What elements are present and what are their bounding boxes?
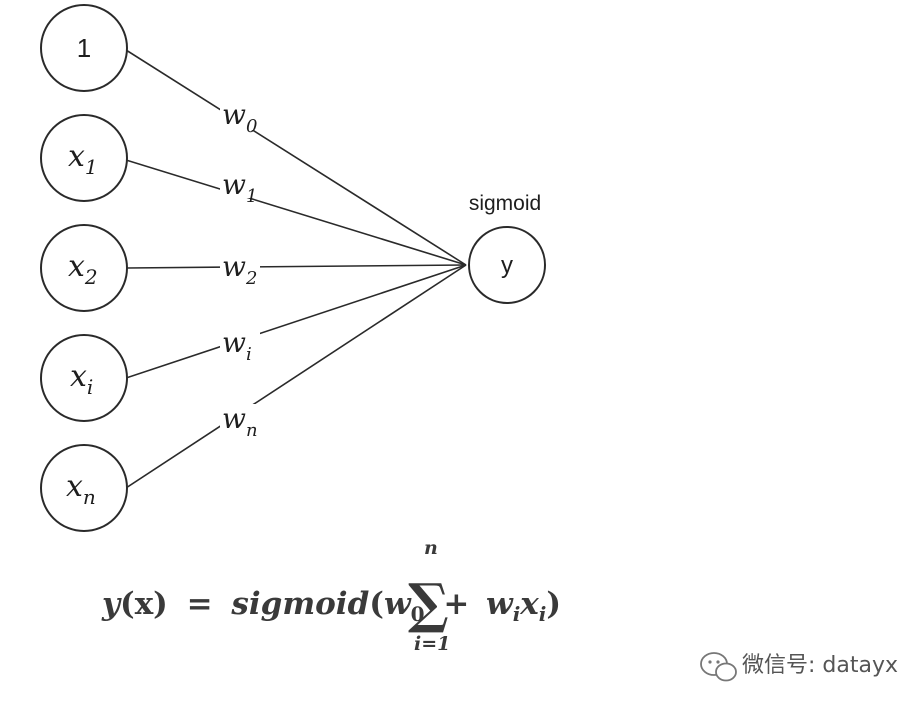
edge-bias — [125, 49, 467, 266]
svg-text:微信号: datayx: 微信号: datayx — [742, 653, 898, 678]
edge-xn — [125, 264, 467, 489]
sum-lower: i=1 — [414, 633, 450, 655]
input-node-x2: x2 — [40, 224, 128, 312]
edge-x2 — [125, 264, 467, 269]
edge-xi — [125, 264, 467, 379]
formula-lhs: y — [101, 586, 122, 622]
watermark: 微信号: datayx — [700, 652, 898, 682]
svg-text:y: y — [501, 252, 513, 279]
svg-text:wixi): wixi) — [486, 586, 561, 626]
wechat-icon — [700, 652, 737, 682]
svg-text:y(x) = sigmoid(w0: y(x) = sigmoid(w0 + — [101, 586, 469, 629]
formula-func: sigmoid — [230, 586, 369, 622]
svg-text:x1: x1 — [68, 139, 98, 179]
svg-text:xi: xi — [70, 359, 93, 399]
weight-label-w1: w1 — [220, 168, 260, 207]
svg-text:w0: w0 — [222, 98, 257, 137]
svg-text:w2: w2 — [222, 250, 257, 289]
weight-label-wi: wi — [220, 326, 260, 365]
input-node-xi: xi — [40, 334, 128, 422]
weight-label-wn: wn — [220, 402, 264, 441]
sigmoid-formula: y(x) = sigmoid(w0 + ∑ n i=1 wixi) — [101, 537, 561, 655]
output-node-y: y — [468, 226, 546, 304]
edge-x1 — [125, 159, 467, 266]
sum-upper: n — [424, 537, 438, 559]
weight-label-w2: w2 — [220, 250, 260, 289]
activation-label: sigmoid — [469, 192, 541, 215]
svg-text:wi: wi — [222, 326, 252, 365]
svg-text:x2: x2 — [68, 249, 98, 289]
input-node-bias: 1 — [40, 4, 128, 92]
input-node-xn: xn — [40, 444, 128, 532]
svg-text:xn: xn — [66, 469, 96, 509]
weight-label-w0: w0 — [220, 98, 264, 137]
svg-text:w1: w1 — [222, 168, 257, 207]
input-node-x1: x1 — [40, 114, 128, 202]
svg-text:wn: wn — [222, 402, 258, 441]
svg-text:1: 1 — [77, 33, 91, 63]
sum-symbol: ∑ — [408, 571, 449, 635]
